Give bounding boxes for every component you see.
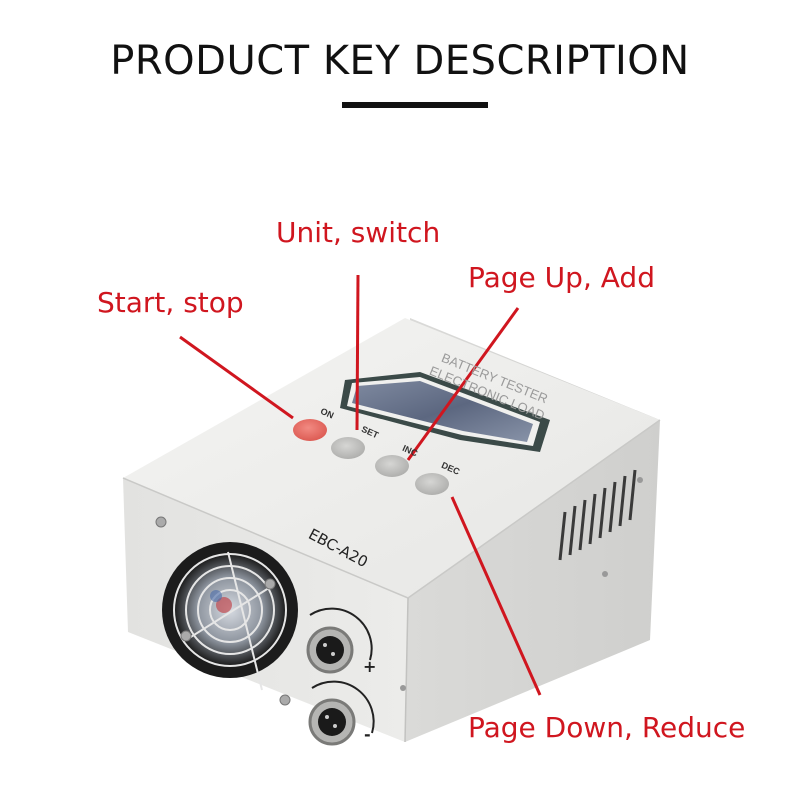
cooling-fan [155,516,298,706]
leader-line-set [355,274,360,431]
set-key[interactable] [331,437,365,459]
on-key[interactable] [293,419,327,441]
annotation-unit-switch: Unit, switch [276,216,441,249]
side-screw [637,477,643,483]
leader-line-dec [450,496,542,696]
annotation-page-down-reduce: Page Down, Reduce [468,711,746,744]
front-screw [400,685,406,691]
side-screw [602,571,608,577]
annotation-page-up-add: Page Up, Add [468,261,655,294]
annotation-start-stop: Start, stop [97,286,244,319]
terminal-negative[interactable] [308,680,375,746]
dec-key[interactable] [415,473,449,495]
side-vents [558,469,637,561]
negative-symbol: - [364,725,371,744]
inc-key[interactable] [375,455,409,477]
page-title: PRODUCT KEY DESCRIPTION [110,38,690,84]
leader-line-inc [406,307,520,461]
positive-symbol: + [363,657,377,676]
leader-line-on [179,335,294,420]
title-underline [342,102,488,108]
terminal-positive[interactable] [306,607,373,674]
